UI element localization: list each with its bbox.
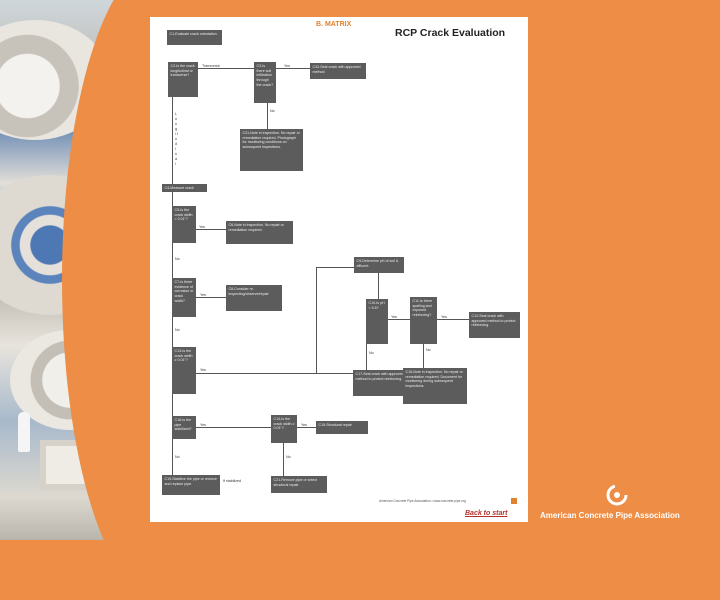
node-c21-remove-pipe: C21-Remove pipe or select structural rep… [271, 476, 327, 493]
connector-line [316, 267, 317, 373]
node-c14-width-question: C14-Is the crack width ≥ 0.01"? [271, 415, 297, 443]
node-c19-stabilize-pipe: C19-Stabilize the pipe or remove and rep… [162, 475, 220, 495]
node-c13-width-question: C13-Is the crack width ≥ 0.01"? [172, 347, 196, 394]
connector-line [196, 427, 271, 428]
connector-line [172, 439, 173, 475]
node-c10-ph-question: C10-Is pH < 5.5? [366, 299, 388, 344]
connector-line [196, 229, 226, 230]
document-title: RCP Crack Evaluation [395, 27, 506, 39]
branch-label-yes: Yes [391, 315, 397, 319]
node-c18-stabilized-question: C18-Is the pipe stabilized? [172, 416, 196, 439]
connector-line [316, 267, 354, 268]
node-c5-width-question: C5-Is the crack width < 0.01"? [172, 206, 196, 243]
connector-line [423, 344, 424, 368]
connector-line [172, 192, 173, 206]
worker-figure [18, 412, 30, 452]
matrix-label: B. MATRIX [316, 21, 352, 28]
node-c3-infiltration-question: C3-Is there soil infiltration through th… [254, 62, 276, 103]
branch-label-yes: Yes [284, 64, 290, 68]
node-c11-spalling-question: C11-Is there spalling and exposed reinfo… [410, 297, 437, 344]
connector-line [276, 68, 310, 69]
page-badge [511, 498, 517, 504]
branch-label-no: No [426, 348, 431, 352]
branch-label-yes: Yes [200, 368, 206, 372]
node-c15-structural-repair: C15-Structural repair [316, 421, 368, 434]
node-c7-corrosion-question: C7-Is there evidence of corrosion or cra… [172, 278, 196, 317]
connector-line [172, 243, 173, 278]
branch-label-no: No [175, 257, 180, 261]
branch-label-yes: Yes [200, 293, 206, 297]
branch-label-no: No [175, 328, 180, 332]
connector-line [297, 427, 316, 428]
organization-name: American Concrete Pipe Association [540, 511, 680, 520]
branch-label-no: No [175, 455, 180, 459]
connector-line [196, 297, 226, 298]
connector-line [196, 373, 366, 374]
node-c31-note-inspection: C31-Note in inspection. No repair or rem… [240, 129, 303, 171]
node-c6-note-inspection: C6-Note in inspection. No repair or reme… [226, 221, 293, 244]
connector-line [388, 319, 410, 320]
node-c16-note-inspection: C16-Note in inspection. No repair or rem… [403, 368, 467, 404]
connector-line [172, 394, 173, 416]
connector-line [378, 273, 379, 299]
acpa-logo-icon [606, 484, 628, 506]
connector-line [172, 317, 173, 347]
connector-line [283, 443, 284, 476]
branch-label-yes: Yes [441, 315, 447, 319]
connector-line [172, 97, 173, 184]
branch-label-longitudinal: L o n g i t u d i n a l [175, 112, 178, 166]
connector-line [366, 344, 367, 370]
document-footer-note: American Concrete Pipe Association • www… [379, 499, 466, 503]
node-c9-determine-ph: C9-Determine pH of soil & effluent. [354, 257, 404, 273]
flowchart-document: B. MATRIX RCP Crack Evaluation C1-Evalua… [150, 17, 528, 522]
branch-label-no: No [270, 109, 275, 113]
connector-line [198, 68, 254, 69]
node-c2-orientation-question: C2-Is the crack longitudinal or transver… [168, 62, 198, 97]
branch-label-no: No [286, 455, 291, 459]
branch-label-stabilized: If stabilized [223, 479, 241, 483]
branch-label-yes: Yes [199, 225, 205, 229]
node-c17-seal-crack: C17-Seal crack with approved method to p… [353, 370, 407, 396]
connector-line [437, 319, 469, 320]
node-c12-seal-crack: C12-Seal crack with approved method to p… [469, 312, 520, 338]
node-c8-reinspect: C8-Consider re-inspecting/observe/repair [226, 285, 282, 311]
branch-label-yes: Yes [301, 423, 307, 427]
connector-line [267, 103, 268, 129]
node-c1-evaluate-orientation: C1-Evaluate crack orientation. [167, 30, 222, 45]
back-to-start-link[interactable]: Back to start [465, 510, 508, 517]
branch-label-transverse: Transverse [202, 64, 220, 68]
node-c4-measure-crack: C4-Measure crack [162, 184, 207, 192]
branch-label-no: No [369, 351, 374, 355]
node-c32-seal-crack: C32-Seal crack with approved method [310, 63, 366, 79]
branch-label-yes: Yes [200, 423, 206, 427]
